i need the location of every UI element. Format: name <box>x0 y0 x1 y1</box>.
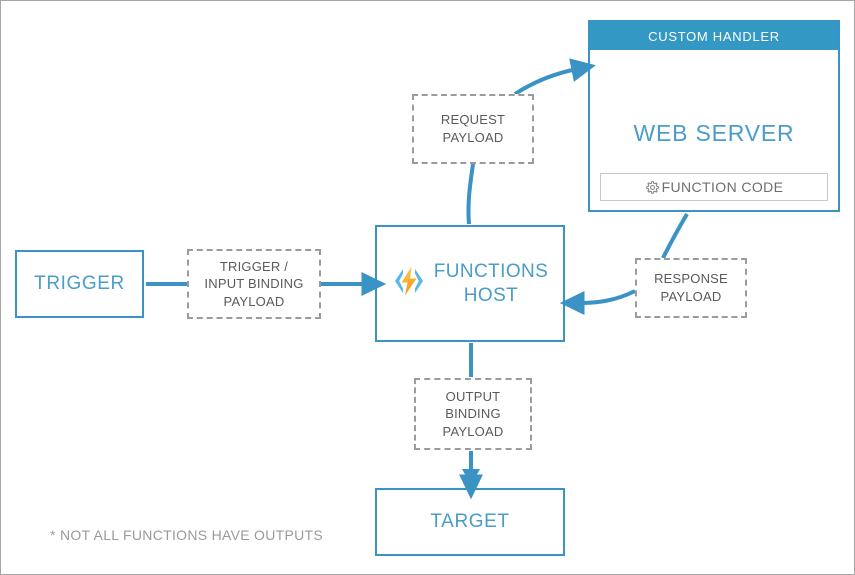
target-node: TARGET <box>375 488 565 556</box>
custom-handler-panel: CUSTOM HANDLER WEB SERVER FUNCTION CODE <box>588 20 840 212</box>
payload-response: RESPONSE PAYLOAD <box>635 258 747 318</box>
web-server-label: WEB SERVER <box>633 119 795 146</box>
payload-output-binding: OUTPUT BINDING PAYLOAD <box>414 378 532 450</box>
custom-handler-body: WEB SERVER FUNCTION CODE <box>590 50 838 210</box>
payload-trigger-line2: INPUT BINDING <box>204 276 304 292</box>
functions-host-label: FUNCTIONS HOST <box>434 260 548 308</box>
trigger-label: TRIGGER <box>34 273 125 294</box>
functions-host-node: FUNCTIONS HOST <box>375 225 565 342</box>
payload-trigger-line3: PAYLOAD <box>223 293 285 309</box>
payload-response-line1: RESPONSE <box>654 271 728 287</box>
payload-output-line2: BINDING <box>445 406 501 422</box>
gear-icon <box>645 180 660 195</box>
payload-trigger-input-binding: TRIGGER / INPUT BINDING PAYLOAD <box>187 249 321 319</box>
payload-output-line1: OUTPUT <box>445 388 501 404</box>
payload-request: REQUEST PAYLOAD <box>412 94 534 164</box>
function-code-button[interactable]: FUNCTION CODE <box>600 173 828 201</box>
payload-response-line2: PAYLOAD <box>660 289 722 304</box>
function-code-label: FUNCTION CODE <box>661 179 784 195</box>
target-label: TARGET <box>430 511 510 532</box>
footnote-text: * NOT ALL FUNCTIONS HAVE OUTPUTS <box>50 527 324 543</box>
payload-request-line2: PAYLOAD <box>442 130 504 145</box>
functions-host-label-line1: FUNCTIONS <box>433 260 549 282</box>
payload-output-line3: PAYLOAD <box>442 423 504 439</box>
functions-host-label-line2: HOST <box>463 284 519 306</box>
payload-trigger-line1: TRIGGER / <box>219 258 289 274</box>
trigger-node: TRIGGER <box>15 250 144 318</box>
payload-request-line1: REQUEST <box>440 112 506 128</box>
azure-functions-icon <box>392 264 426 303</box>
custom-handler-header: CUSTOM HANDLER <box>590 22 838 50</box>
